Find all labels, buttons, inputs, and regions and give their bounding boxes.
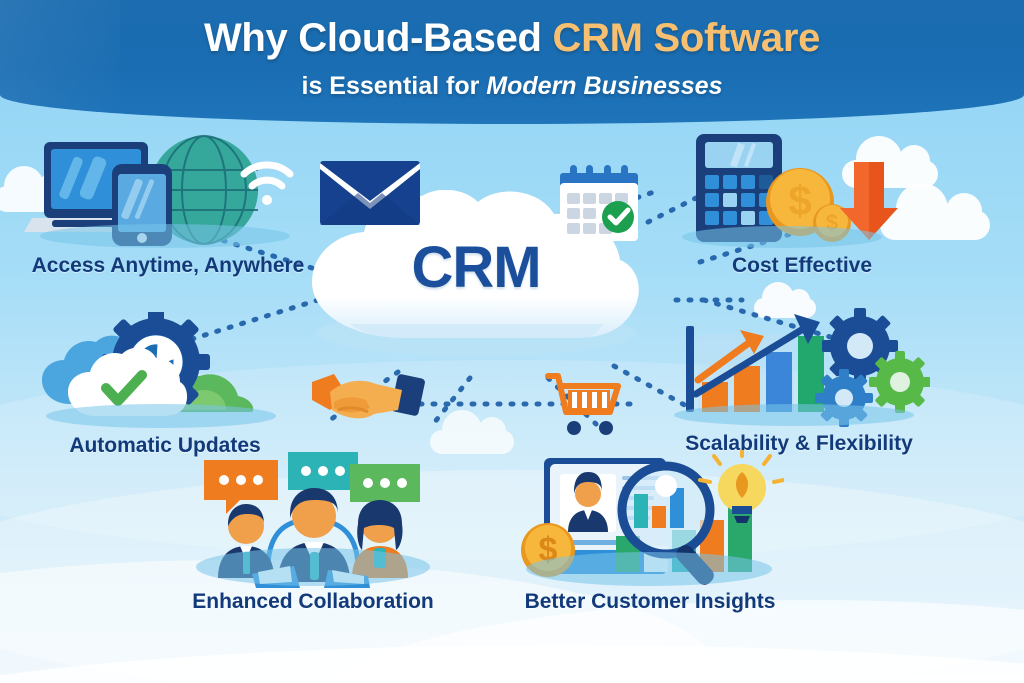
subtitle-main: is Essential for — [301, 72, 487, 100]
ground-shadow — [40, 224, 290, 248]
node-automatic-updates: Automatic Updates — [40, 308, 290, 458]
gear-icon — [869, 351, 931, 413]
calendar-check-icon — [560, 165, 638, 241]
center-crm-node: CRM — [296, 190, 656, 365]
ground-shadow — [674, 404, 914, 426]
cloud-icon — [312, 190, 639, 338]
lightbulb-icon — [698, 444, 786, 523]
title-main: Why Cloud-Based — [203, 16, 553, 60]
svg-text:$: $ — [788, 177, 811, 224]
devices-globe-icons — [24, 135, 294, 246]
globe-icon — [150, 135, 258, 245]
title-accent: CRM Software — [552, 16, 821, 60]
decorative-cloud-icon — [430, 410, 514, 454]
ground-shadow — [526, 552, 772, 586]
updates-icons — [42, 308, 254, 416]
node-label: Access Anytime, Anywhere — [31, 254, 305, 277]
node-label: Better Customer Insights — [524, 590, 776, 613]
growth-arrow-icon — [692, 314, 820, 398]
cost-icons: $ $ — [696, 134, 898, 242]
envelope-icon — [320, 161, 420, 225]
node-label: Cost Effective — [731, 254, 873, 277]
calculator-icon — [696, 134, 782, 242]
page-subtitle: is Essential for Modern Businesses — [0, 72, 1024, 101]
chat-bubble-icon — [288, 452, 358, 504]
node-access-anytime: Access Anytime, Anywhere — [18, 128, 318, 278]
down-arrow-icon — [840, 162, 898, 240]
node-cost-effective: $ $ Cost Effective — [672, 128, 932, 278]
page-title: Why Cloud-Based CRM Software — [0, 16, 1024, 61]
gear-icon — [822, 308, 898, 384]
shopping-cart-icon — [545, 373, 621, 435]
ground-shadow — [682, 226, 882, 248]
decorative-cloud-icon — [880, 183, 990, 240]
chat-bubble-icon — [204, 460, 278, 514]
node-label: Automatic Updates — [69, 434, 261, 457]
node-better-customer-insights: $ Better Customer Insights — [516, 444, 786, 614]
subtitle-italic: Modern Businesses — [486, 72, 723, 100]
chart-axis — [686, 326, 694, 412]
ground-shadow — [46, 404, 276, 428]
handshake-icon — [312, 374, 425, 419]
magnifier-icon — [617, 461, 715, 585]
crm-label: CRM — [411, 235, 541, 300]
chat-bubble-icon — [350, 464, 420, 516]
ground-shadow — [196, 548, 430, 586]
header-banner: Why Cloud-Based CRM Software is Essentia… — [0, 0, 1024, 124]
decorative-cloud-icon — [754, 282, 816, 318]
cloud-check-icon — [68, 347, 188, 416]
node-enhanced-collaboration: Enhanced Collaboration — [182, 452, 444, 614]
node-scalability-flexibility: Scalability & Flexibility — [668, 308, 931, 456]
wifi-icon — [240, 161, 294, 205]
node-label: Enhanced Collaboration — [192, 590, 434, 613]
